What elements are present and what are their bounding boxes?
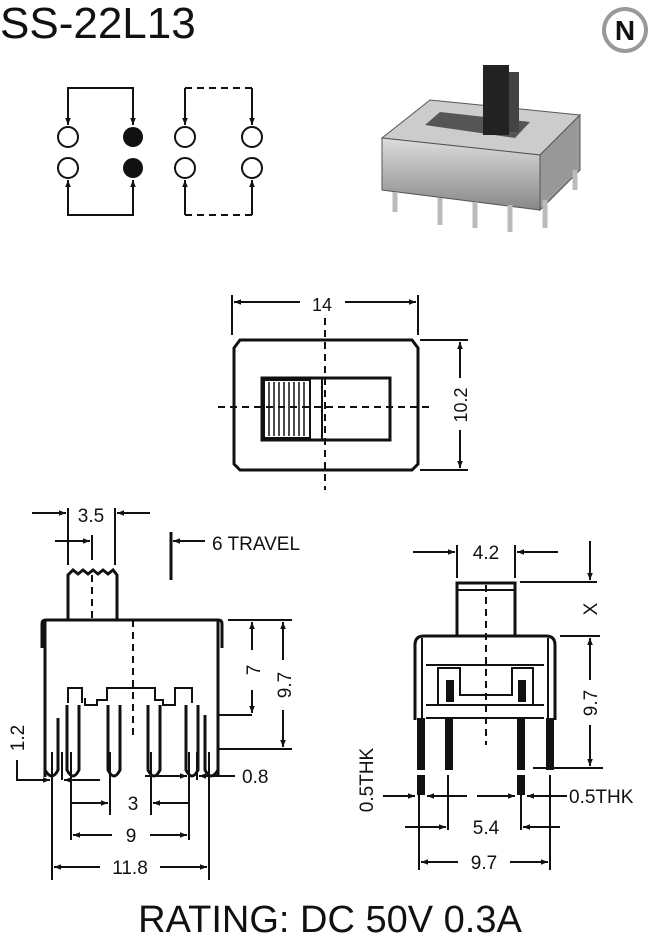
logo-letter: N <box>615 15 635 46</box>
pitch-dimension: 3 <box>128 794 139 815</box>
rating-label: RATING: DC 50V 0.3A <box>138 899 522 938</box>
left-thickness-dimension: 0.5THK <box>357 747 378 812</box>
part-number-title: SS-22L13 <box>0 0 196 48</box>
width-dimension: 14 <box>312 295 332 315</box>
circuit-schematic <box>57 87 263 216</box>
height-7-dimension: 7 <box>244 665 265 676</box>
brand-logo: N <box>602 7 648 53</box>
actuator-height-x: X <box>581 602 602 615</box>
product-3d-image <box>380 65 582 232</box>
actuator-width-dimension: 3.5 <box>78 506 104 527</box>
side-actuator-width-dimension: 4.2 <box>473 543 499 564</box>
pin-offset-dimension: 1.2 <box>8 725 29 751</box>
span-9-dimension: 9 <box>126 826 137 847</box>
travel-label: 6 TRAVEL <box>212 534 300 555</box>
height-9-7-dimension: 9.7 <box>275 672 296 698</box>
side-width-dimension: 9.7 <box>471 853 497 874</box>
side-height-dimension: 9.7 <box>581 690 602 716</box>
pin-thickness-dimension: 0.8 <box>242 767 268 788</box>
side-view: 4.2 X 9.7 0.5THK 0.5THK 5.4 9.7 <box>357 541 634 874</box>
pin-span-dimension: 5.4 <box>473 818 500 839</box>
height-dimension: 10.2 <box>451 387 471 422</box>
span-11-8-dimension: 11.8 <box>112 858 148 879</box>
top-view: 14 10.2 <box>218 295 471 490</box>
right-thickness-dimension: 0.5THK <box>569 787 634 808</box>
front-view: 3.5 6 TRAVEL 7 9.7 1.2 0.8 3 9 11.8 <box>8 506 300 880</box>
